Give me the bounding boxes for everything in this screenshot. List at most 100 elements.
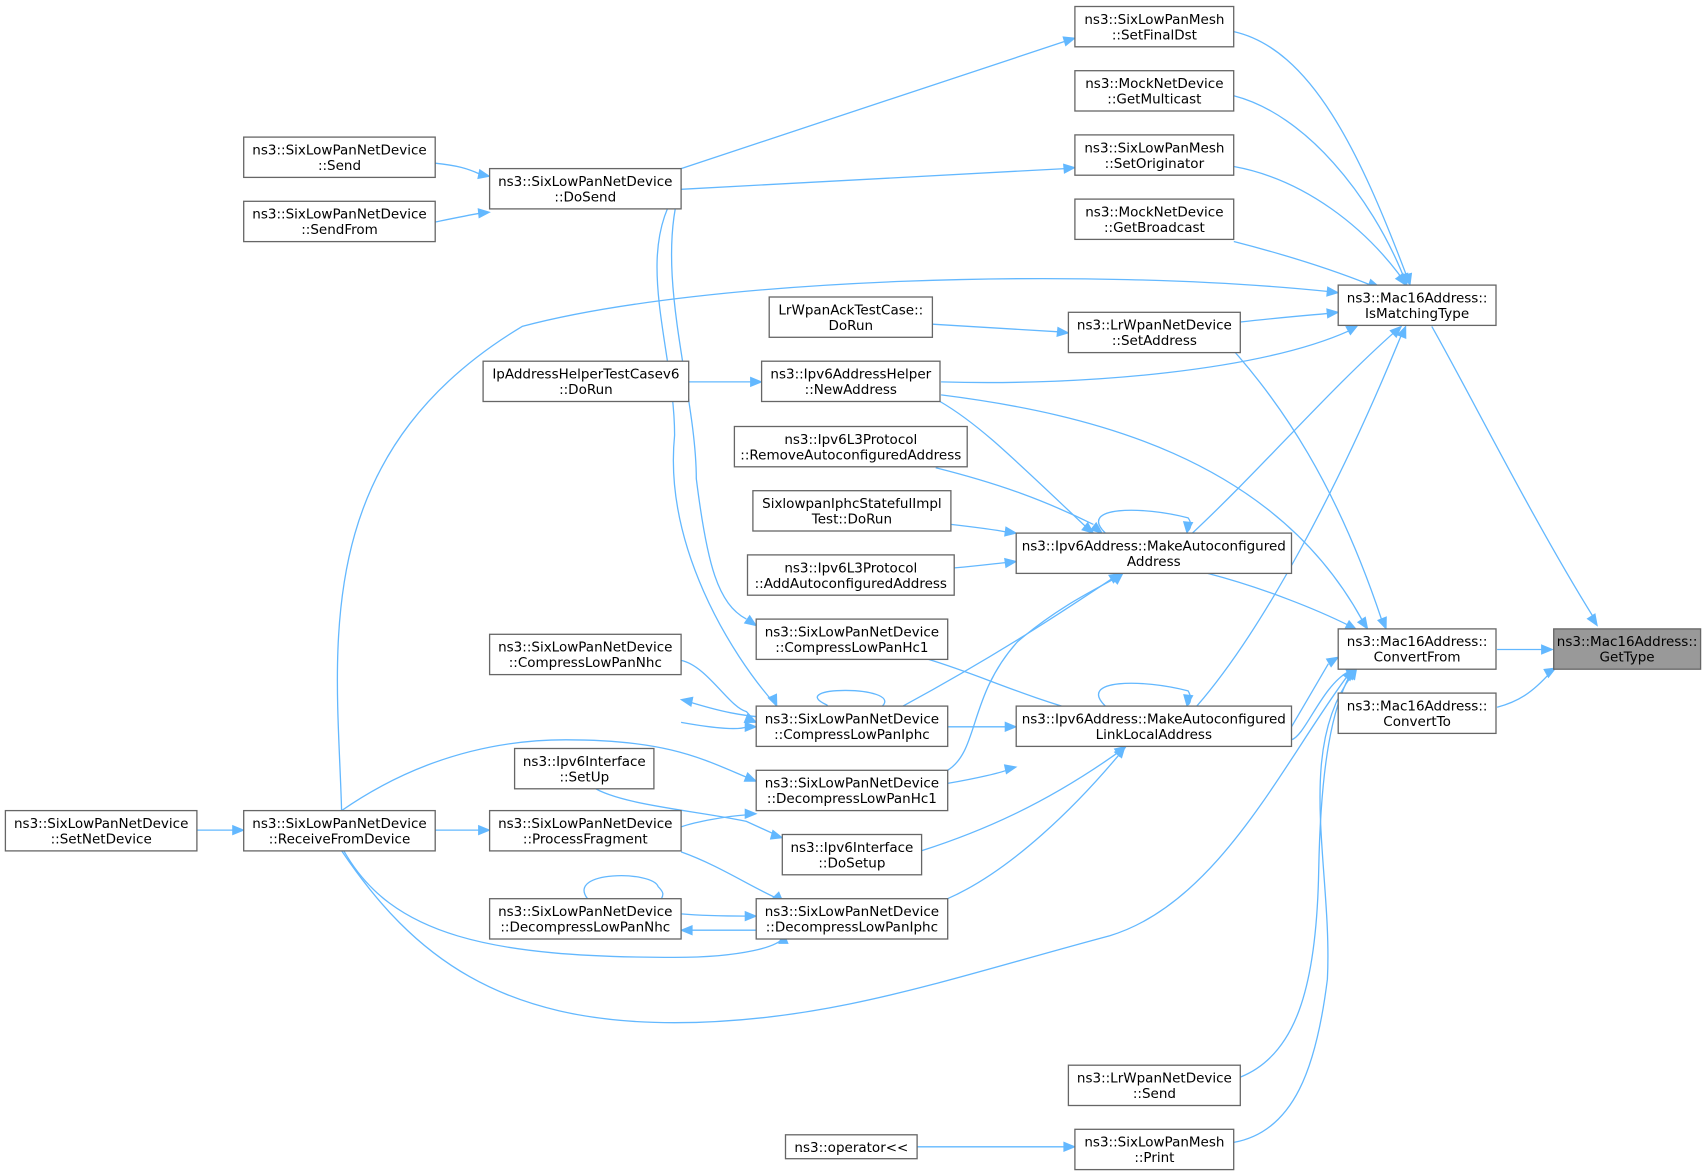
call-edge <box>1097 682 1192 707</box>
node-box[interactable] <box>4 809 198 852</box>
arrowhead-icon <box>1004 557 1018 569</box>
node-label: ns3::SixLowPanNetDevice <box>765 776 939 792</box>
call-edge <box>1191 331 1396 534</box>
node-getmulticast[interactable]: ns3::MockNetDevice::GetMulticast <box>1074 70 1235 112</box>
node-box[interactable] <box>760 360 941 403</box>
call-edge <box>680 814 747 828</box>
node-send[interactable]: ns3::SixLowPanNetDevice::Send <box>243 136 436 179</box>
node-newaddress[interactable]: ns3::Ipv6AddressHelper::NewAddress <box>760 360 941 403</box>
node-box[interactable] <box>768 296 934 338</box>
node-compresshc1[interactable]: ns3::SixLowPanNetDevice::CompressLowPanH… <box>755 618 949 661</box>
node-box[interactable] <box>243 809 436 852</box>
call-edge <box>670 184 747 620</box>
node-decompressiphc[interactable]: ns3::SixLowPanNetDevice::DecompressLowPa… <box>755 898 949 940</box>
node-sendfrom[interactable]: ns3::SixLowPanNetDevice::SendFrom <box>243 200 436 243</box>
node-compressnhc[interactable]: ns3::SixLowPanNetDevice::CompressLowPanN… <box>488 633 682 676</box>
node-box[interactable] <box>1074 1128 1235 1171</box>
node-box[interactable] <box>513 747 655 790</box>
node-lrack[interactable]: LrWpanAckTestCase::DoRun <box>768 296 934 338</box>
node-box[interactable] <box>755 618 949 661</box>
arrowhead-icon <box>750 376 763 388</box>
node-makelinklocal[interactable]: ns3::Ipv6Address::MakeAutoconfiguredLink… <box>1015 705 1293 748</box>
node-gettype[interactable]: ns3::Mac16Address::GetType <box>1553 628 1702 670</box>
node-setoriginator[interactable]: ns3::SixLowPanMesh::SetOriginator <box>1074 134 1235 176</box>
node-label: ::SetOriginator <box>1105 156 1205 172</box>
node-removeauto[interactable]: ns3::Ipv6L3Protocol::RemoveAutoconfigure… <box>733 425 968 468</box>
node-box[interactable] <box>1074 134 1235 176</box>
node-addauto[interactable]: ns3::Ipv6L3Protocol::AddAutoconfiguredAd… <box>746 554 955 596</box>
node-box[interactable] <box>488 898 682 940</box>
node-label: ns3::Ipv6AddressHelper <box>770 367 931 383</box>
call-edge <box>947 576 1119 771</box>
node-label: ::SetFinalDst <box>1112 27 1197 43</box>
node-box[interactable] <box>243 136 436 179</box>
node-getbroadcast[interactable]: ns3::MockNetDevice::GetBroadcast <box>1074 198 1235 241</box>
node-label: ns3::SixLowPanNetDevice <box>765 625 939 641</box>
node-box[interactable] <box>243 200 436 243</box>
node-receivefromdevice[interactable]: ns3::SixLowPanNetDevice::ReceiveFromDevi… <box>243 809 436 852</box>
node-label: Address <box>1127 554 1181 570</box>
node-box[interactable] <box>746 554 955 596</box>
call-edge <box>1431 326 1595 619</box>
node-box[interactable] <box>1074 70 1235 112</box>
node-compressiphc[interactable]: ns3::SixLowPanNetDevice::CompressLowPanI… <box>755 705 949 748</box>
node-box[interactable] <box>755 769 949 812</box>
node-label: ns3::operator<< <box>794 1140 908 1156</box>
node-convertto[interactable]: ns3::Mac16Address::ConvertTo <box>1337 692 1497 735</box>
arrowhead-icon <box>1377 616 1387 631</box>
node-box[interactable] <box>755 898 949 940</box>
call-edge <box>1233 674 1353 1144</box>
call-edge <box>680 659 757 723</box>
node-label: ns3::LrWpanNetDevice <box>1077 1071 1232 1087</box>
node-label: ::DoSetup <box>818 855 885 871</box>
arrowhead-icon <box>1004 721 1018 733</box>
arrowhead-icon <box>1182 521 1194 535</box>
node-ismatching[interactable]: ns3::Mac16Address::IsMatchingType <box>1337 284 1497 327</box>
node-box[interactable] <box>488 633 682 676</box>
node-box[interactable] <box>482 360 690 403</box>
node-box[interactable] <box>1553 628 1702 670</box>
node-box[interactable] <box>752 490 952 532</box>
node-decompressnhc[interactable]: ns3::SixLowPanNetDevice::DecompressLowPa… <box>488 898 682 940</box>
node-decompresshc1[interactable]: ns3::SixLowPanNetDevice::DecompressLowPa… <box>755 769 949 812</box>
node-box[interactable] <box>488 167 682 210</box>
call-edge <box>932 323 1059 333</box>
node-box[interactable] <box>1074 5 1235 48</box>
node-box[interactable] <box>755 705 949 748</box>
node-convertfrom[interactable]: ns3::Mac16Address::ConvertFrom <box>1337 628 1497 670</box>
call-edge <box>680 721 747 730</box>
call-edge <box>681 913 747 917</box>
node-box[interactable] <box>784 1134 918 1160</box>
node-setnetdevice[interactable]: ns3::SixLowPanNetDevice::SetNetDevice <box>4 809 198 852</box>
node-ipv6setup[interactable]: ns3::Ipv6Interface::SetUp <box>513 747 655 790</box>
node-makeauto[interactable]: ns3::Ipv6Address::MakeAutoconfiguredAddr… <box>1015 532 1293 575</box>
node-operatorlt[interactable]: ns3::operator<< <box>784 1134 918 1160</box>
node-dosend[interactable]: ns3::SixLowPanNetDevice::DoSend <box>488 167 682 210</box>
node-box[interactable] <box>1074 198 1235 241</box>
node-ipv6dosetup[interactable]: ns3::Ipv6Interface::DoSetup <box>781 833 923 876</box>
node-box[interactable] <box>1337 628 1497 670</box>
node-lrsetaddress[interactable]: ns3::LrWpanNetDevice::SetAddress <box>1067 311 1241 354</box>
call-edge <box>941 394 1363 621</box>
call-edges <box>196 30 1598 1153</box>
node-label: ::DoRun <box>559 382 613 398</box>
node-box[interactable] <box>1067 1064 1241 1107</box>
node-box[interactable] <box>1015 705 1293 748</box>
node-ipaddrtest[interactable]: IpAddressHelperTestCasev6::DoRun <box>482 360 690 403</box>
node-box[interactable] <box>1015 532 1293 575</box>
node-box[interactable] <box>488 809 682 852</box>
node-meshprint[interactable]: ns3::SixLowPanMesh::Print <box>1074 1128 1235 1171</box>
node-box[interactable] <box>733 425 968 468</box>
node-processfragment[interactable]: ns3::SixLowPanNetDevice::ProcessFragment <box>488 809 682 852</box>
node-box[interactable] <box>781 833 923 876</box>
arrowhead-icon <box>1113 745 1126 759</box>
node-lrsend[interactable]: ns3::LrWpanNetDevice::Send <box>1067 1064 1241 1107</box>
call-edge <box>1233 95 1405 277</box>
node-box[interactable] <box>1337 284 1497 327</box>
node-setfinaldst[interactable]: ns3::SixLowPanMesh::SetFinalDst <box>1074 5 1235 48</box>
node-label: ConvertTo <box>1383 714 1451 730</box>
node-box[interactable] <box>1067 311 1241 354</box>
node-label: ns3::Ipv6L3Protocol <box>784 560 917 576</box>
node-box[interactable] <box>1337 692 1497 735</box>
